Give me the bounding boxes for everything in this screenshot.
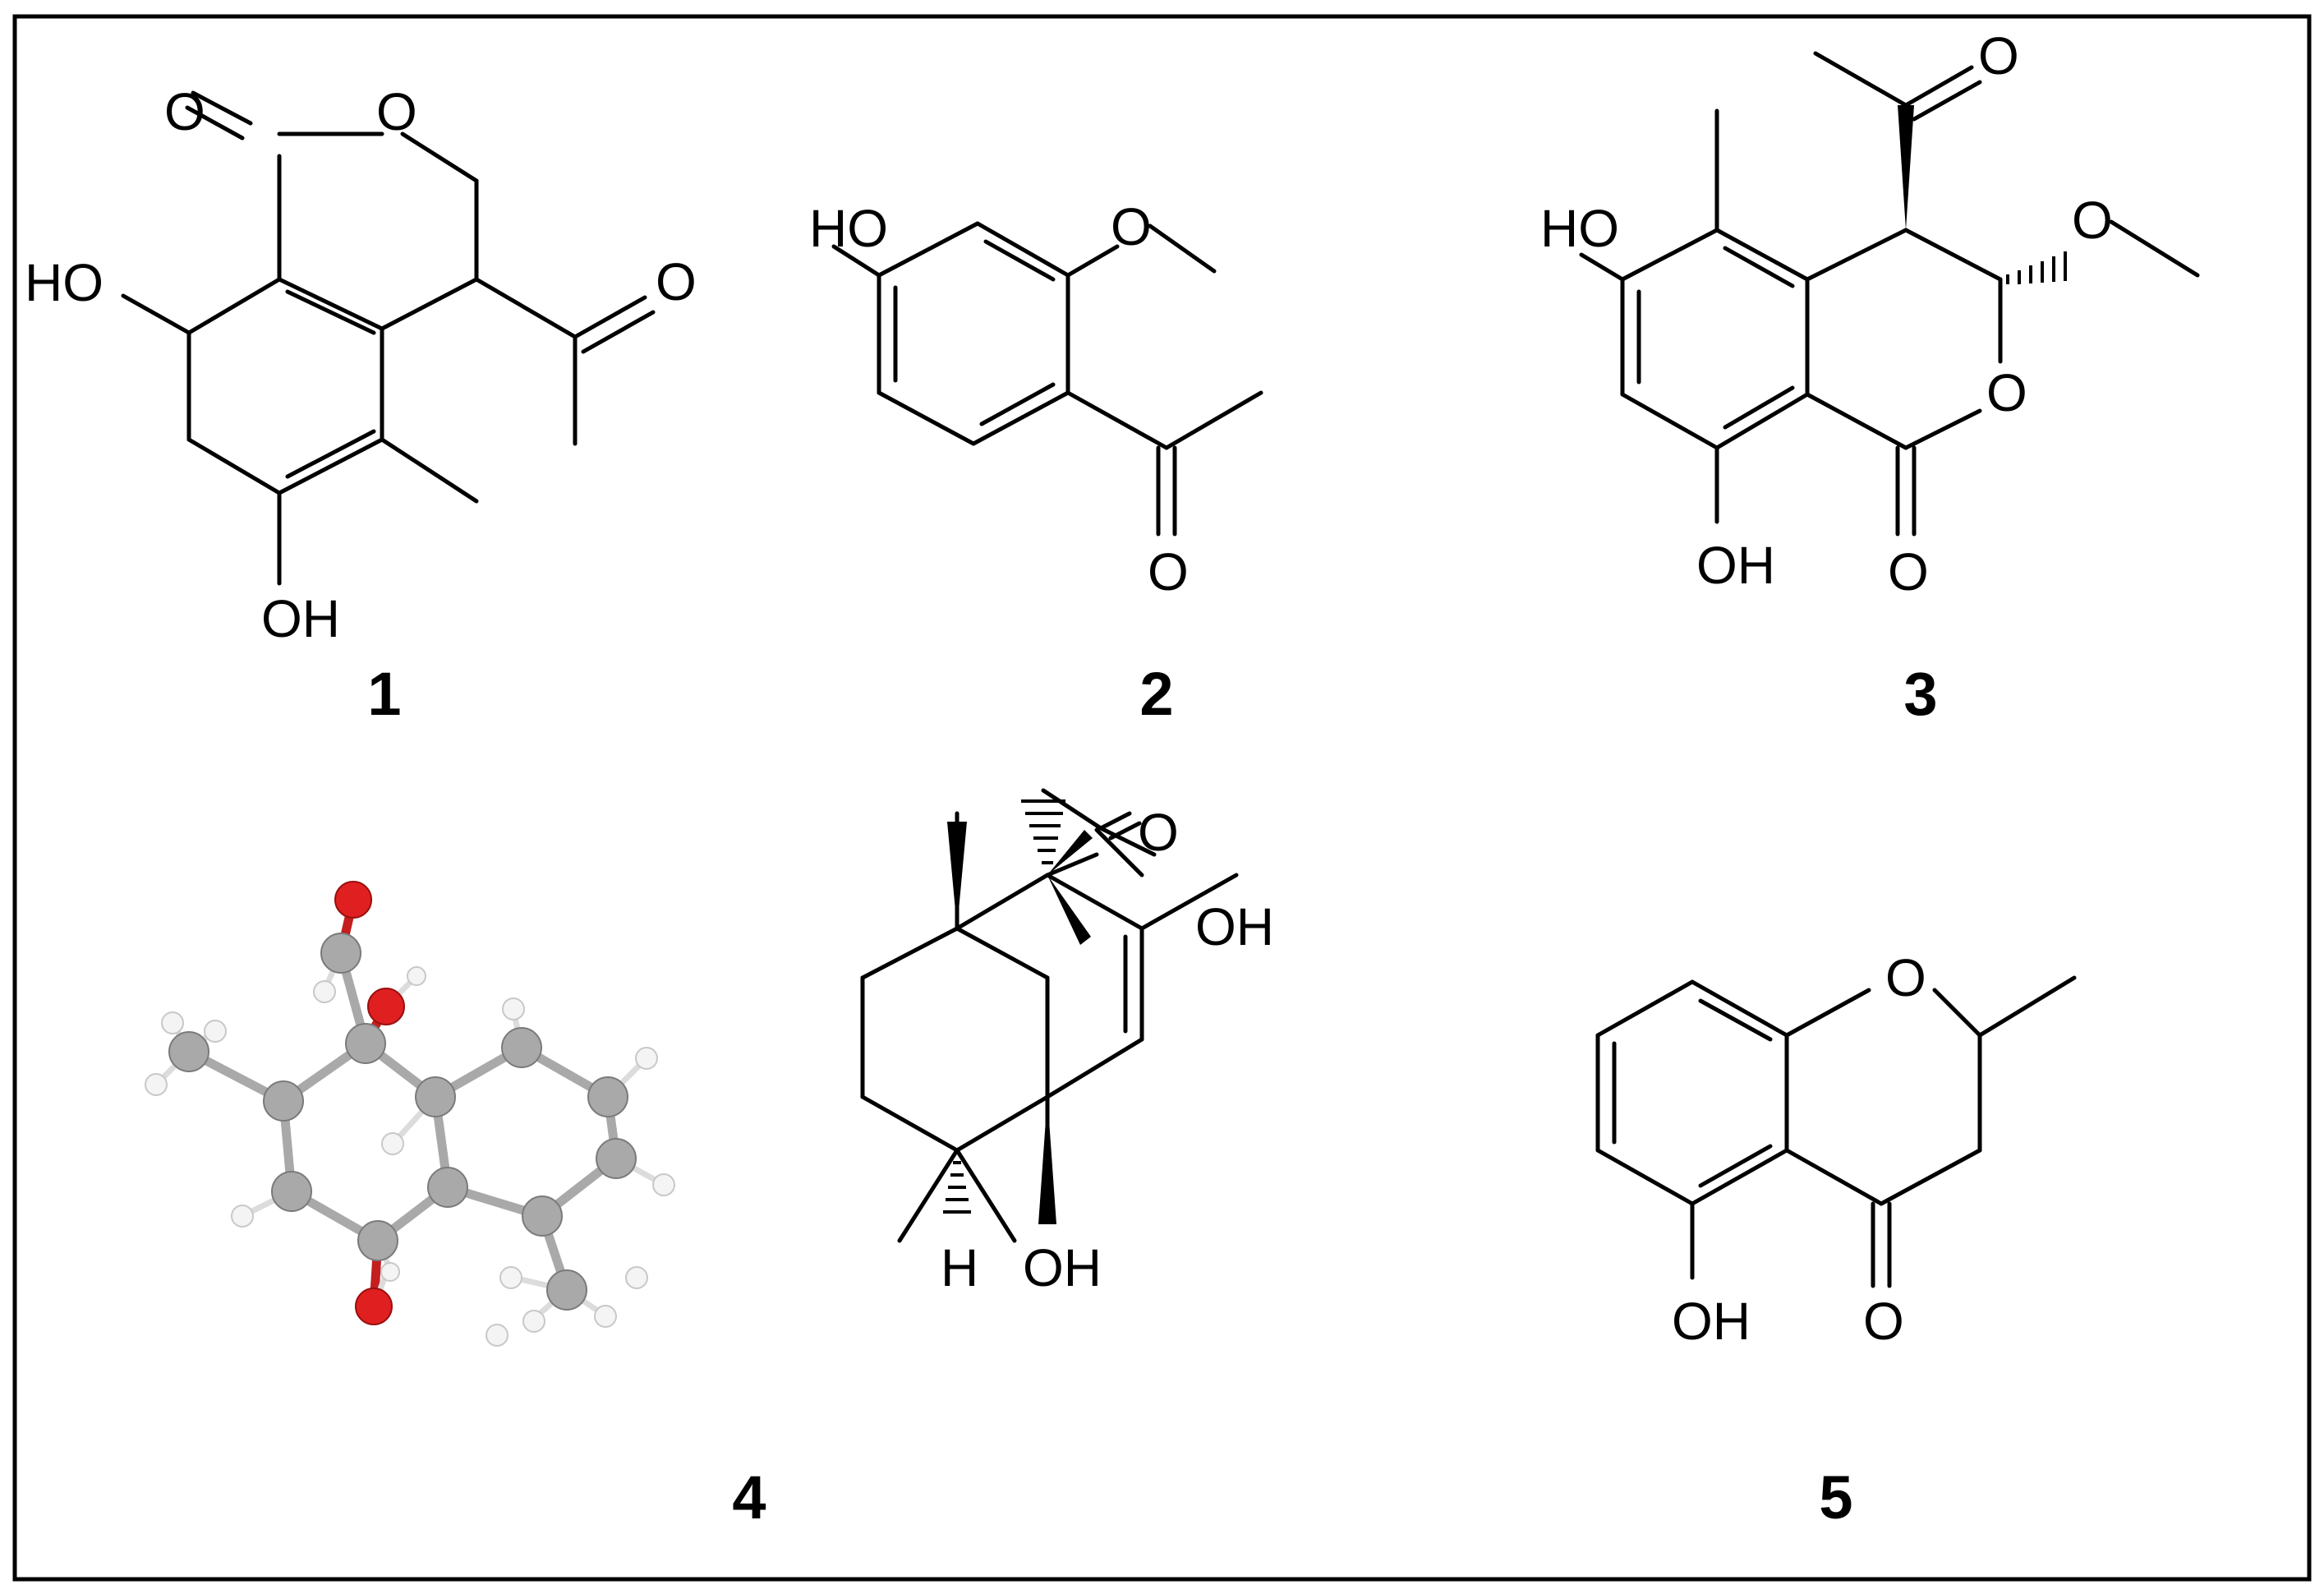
- atom-oh-lower: OH: [261, 589, 340, 648]
- atom-oh: OH: [1696, 536, 1775, 595]
- compound-number-5: 5: [1819, 1463, 1852, 1532]
- atom-oh: OH: [1672, 1292, 1751, 1351]
- compound-number-1: 1: [367, 660, 401, 728]
- compound-number-3: 3: [1903, 660, 1937, 728]
- atom-ho: HO: [809, 199, 888, 258]
- compound-number-4: 4: [732, 1463, 766, 1532]
- atom-oh-bottom: OH: [1023, 1238, 1102, 1297]
- structure-compound-2: HO O O 2: [809, 197, 1263, 728]
- atom-o-ring: O: [1986, 363, 2027, 422]
- ball-and-stick-model-icon: [145, 881, 675, 1347]
- hash-bond-aldehyde: [1021, 799, 1065, 864]
- structure-compound-1: O O O HO OH 1: [25, 82, 697, 728]
- atom-o-ketone: O: [1148, 542, 1189, 601]
- atom-oh-top: OH: [1195, 897, 1274, 956]
- atom-o-ring: O: [376, 82, 417, 141]
- compound-number-2: 2: [1139, 660, 1173, 728]
- atom-o-aldehyde: O: [1138, 803, 1179, 862]
- atom-oh-upper: HO: [25, 253, 104, 312]
- atom-o-methoxy: O: [2072, 191, 2113, 250]
- structure-compound-4: O OH H OH 4: [732, 788, 1274, 1532]
- structure-compound-3: O HO O O OH O 3: [1540, 26, 2200, 728]
- atom-o-methoxy: O: [1111, 197, 1152, 256]
- atom-ho: HO: [1540, 199, 1619, 258]
- atom-o-acetyl: O: [656, 252, 697, 311]
- hash-bond-methoxy: [2006, 251, 2067, 284]
- atom-h-hash: H: [941, 1238, 978, 1297]
- atom-o-acetyl: O: [1978, 26, 2019, 85]
- atom-o-carbonyl: O: [1888, 542, 1929, 601]
- atom-o-carbonyl: O: [164, 82, 205, 141]
- figure-frame: [12, 14, 2312, 1582]
- atom-o-ketone: O: [1863, 1292, 1904, 1351]
- hash-bond-h: [943, 1161, 971, 1214]
- atom-o-ring: O: [1885, 948, 1926, 1007]
- structure-compound-5: O OH O 5: [1595, 948, 2077, 1532]
